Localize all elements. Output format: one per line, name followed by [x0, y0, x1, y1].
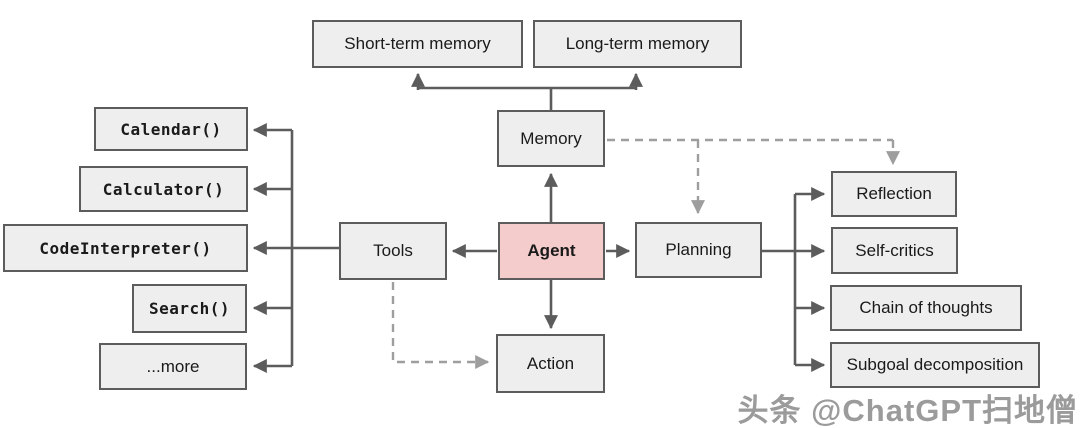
watermark-text: 头条 @ChatGPT扫地僧: [737, 393, 1078, 428]
node-code-interpreter: CodeInterpreter(): [3, 224, 248, 272]
node-reflection: Reflection: [831, 171, 957, 217]
edge-dashed-tools-action: [391, 282, 490, 369]
node-tools: Tools: [339, 222, 447, 280]
node-planning: Planning: [635, 222, 762, 278]
node-calendar: Calendar(): [94, 107, 248, 151]
node-calculator: Calculator(): [79, 166, 248, 212]
node-memory: Memory: [497, 110, 605, 167]
node-subgoal-decomposition: Subgoal decomposition: [830, 342, 1040, 388]
node-search: Search(): [132, 284, 247, 333]
node-long-term-memory: Long-term memory: [533, 20, 742, 68]
dashed-connectors: [391, 138, 900, 369]
node-more: ...more: [99, 343, 247, 390]
node-self-critics: Self-critics: [831, 227, 958, 274]
node-short-term-memory: Short-term memory: [312, 20, 523, 68]
node-action: Action: [496, 334, 605, 393]
solid-connectors: [252, 72, 826, 373]
node-agent: Agent: [498, 222, 605, 280]
node-chain-of-thoughts: Chain of thoughts: [830, 285, 1022, 331]
